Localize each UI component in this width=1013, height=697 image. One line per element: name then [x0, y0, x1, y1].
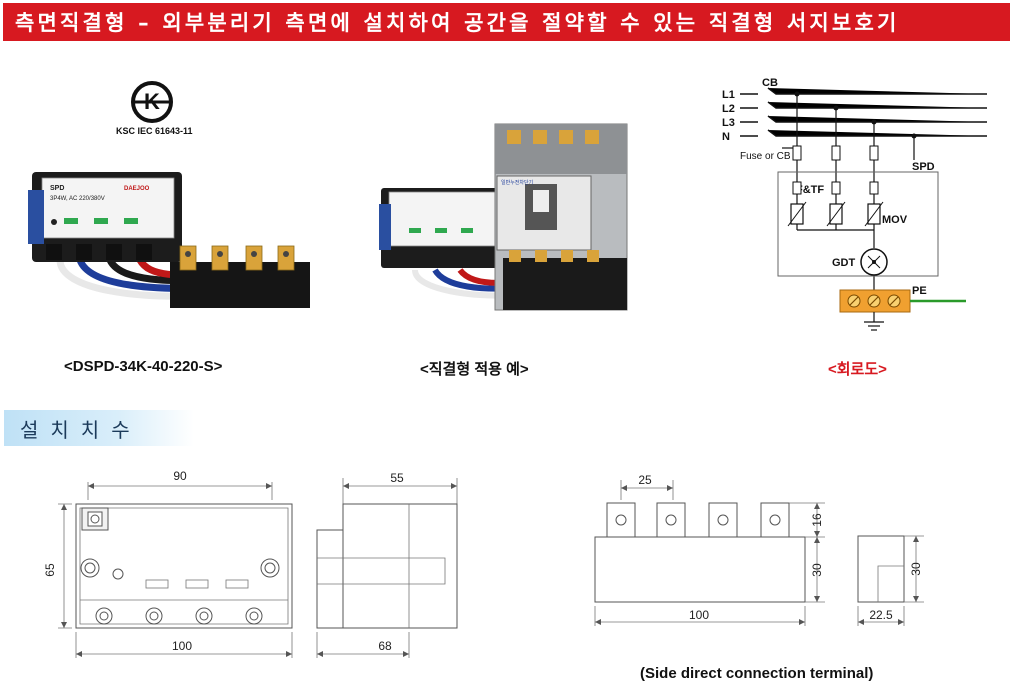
line-label-l2: L2 — [722, 103, 735, 115]
application-caption: <직결형 적용 예> — [420, 361, 529, 378]
banner-title: 측면직결형 – 외부분리기 측면에 설치하여 공간을 절약할 수 있는 직결형 … — [15, 11, 900, 35]
cert-standard: KSC IEC 61643-11 — [116, 126, 193, 136]
fuse-or-cb-label: Fuse or CB — [740, 151, 791, 162]
kc-logo-letter: K — [144, 89, 160, 114]
terminal-body-height: 30 — [810, 563, 824, 577]
side-depth-top: 55 — [390, 471, 404, 485]
terminal-tab-height: 16 — [810, 513, 824, 527]
ftf-label: F&TF — [796, 184, 824, 196]
section-title: 설치치수 — [20, 417, 142, 442]
circuit-caption: <회로도> — [828, 361, 887, 378]
spd-label: SPD — [912, 161, 935, 173]
terminal-side-drawing: 30 22.5 — [857, 535, 924, 626]
line-label-l1: L1 — [722, 89, 735, 101]
terminal-pitch: 25 — [638, 473, 652, 487]
section-header: 설치치수 — [4, 410, 194, 446]
side-depth-bottom: 68 — [378, 639, 392, 653]
mov-label: MOV — [882, 214, 908, 226]
front-width-top: 90 — [173, 469, 187, 483]
breaker-label: 일반누전차단기 — [501, 179, 533, 186]
terminal-front-drawing: 25 16 30 100 — [594, 473, 825, 626]
line-label-n: N — [722, 131, 730, 143]
cb-label: CB — [762, 77, 778, 89]
front-view-drawing: 90 65 100 — [43, 469, 293, 658]
side-view-drawing: 55 68 — [316, 471, 458, 658]
product-label-spd: SPD — [50, 185, 64, 192]
product-label-model: 3P4W, AC 220/380V — [50, 196, 105, 202]
line-label-l3: L3 — [722, 117, 735, 129]
terminal-caption: (Side direct connection terminal) — [640, 665, 874, 682]
terminal-length: 100 — [689, 608, 709, 622]
product-caption: <DSPD-34K-40-220-S> — [64, 358, 223, 375]
terminal-side-width: 22.5 — [869, 608, 893, 622]
front-height: 65 — [43, 563, 57, 577]
application-image: 일반누전차단기 — [379, 123, 628, 311]
gdt-label: GDT — [832, 257, 856, 269]
product-brand: DAEJOO — [124, 186, 150, 192]
circuit-diagram: L1 L2 L3 N CB SPD F&TF MOV GDT PE Fuse o… — [722, 77, 987, 331]
terminal-side-height: 30 — [909, 562, 923, 576]
kc-cert-logo: K — [131, 81, 173, 123]
title-banner: 측면직결형 – 외부분리기 측면에 설치하여 공간을 절약할 수 있는 직결형 … — [3, 3, 1010, 41]
pe-label: PE — [912, 285, 927, 297]
front-width-bottom: 100 — [172, 639, 192, 653]
product-image: SPD 3P4W, AC 220/380V DAEJOO — [28, 172, 310, 308]
